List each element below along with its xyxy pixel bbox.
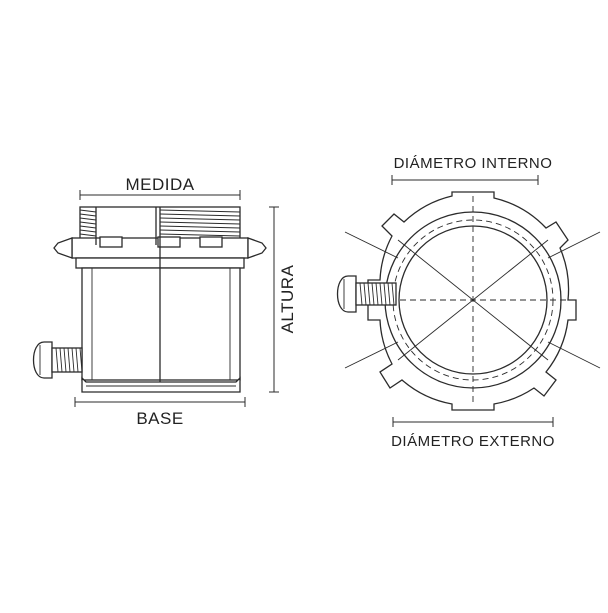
diametro-interno-dimension	[391, 175, 539, 185]
altura-dimension	[269, 206, 279, 393]
medida-label: MEDIDA	[125, 175, 194, 194]
medida-dimension	[79, 190, 241, 200]
front-screw	[336, 275, 397, 313]
base-flange	[81, 376, 241, 393]
side-view: MEDIDA	[32, 175, 297, 428]
diametro-externo-label: DIÁMETRO EXTERNO	[391, 433, 555, 450]
connector-body	[81, 207, 241, 392]
front-view: DIÁMETRO INTERNO	[336, 155, 601, 450]
center-lines	[344, 196, 601, 404]
diametro-externo-dimension	[392, 417, 554, 427]
base-label: BASE	[136, 409, 183, 428]
diametro-interno-label: DIÁMETRO INTERNO	[394, 155, 553, 172]
altura-label: ALTURA	[278, 264, 297, 333]
base-dimension	[74, 397, 246, 407]
side-screw	[32, 341, 83, 379]
